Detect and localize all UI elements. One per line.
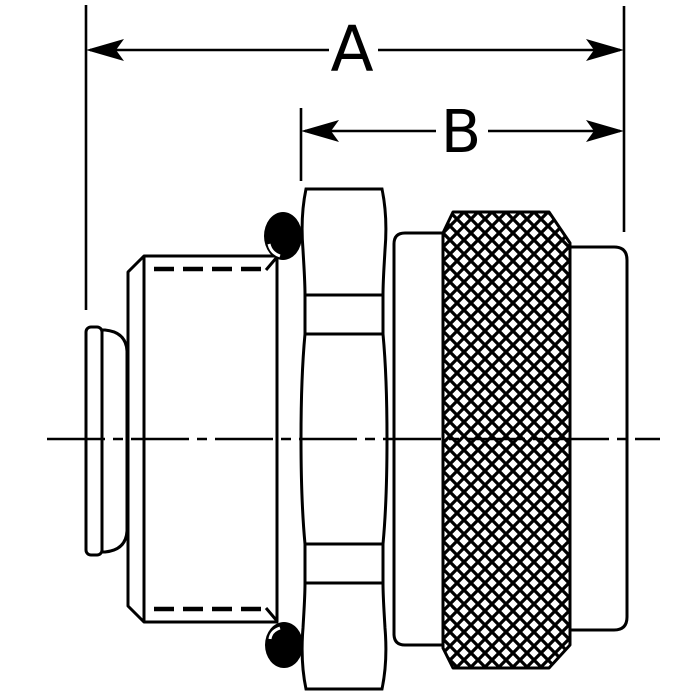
pilot-step (100, 328, 129, 554)
dim-b-arrow-right-icon (586, 120, 624, 142)
o-ring-top (264, 212, 302, 260)
thread-runout-tick-top (264, 256, 279, 271)
dim-a-arrow-right-icon (586, 39, 624, 61)
tube-tip (84, 325, 104, 557)
dim-b-arrow-left-icon (301, 120, 339, 142)
o-ring-bottom (265, 622, 303, 668)
dim-a-label: A (330, 13, 373, 86)
thread-runout-tick-bottom (264, 607, 279, 622)
dim-b-label: B (441, 97, 481, 166)
dimension-b: B (299, 97, 624, 181)
dimension-a: A (84, 5, 626, 310)
dim-a-arrow-left-icon (86, 39, 124, 61)
hex-facet-lines (304, 293, 384, 585)
